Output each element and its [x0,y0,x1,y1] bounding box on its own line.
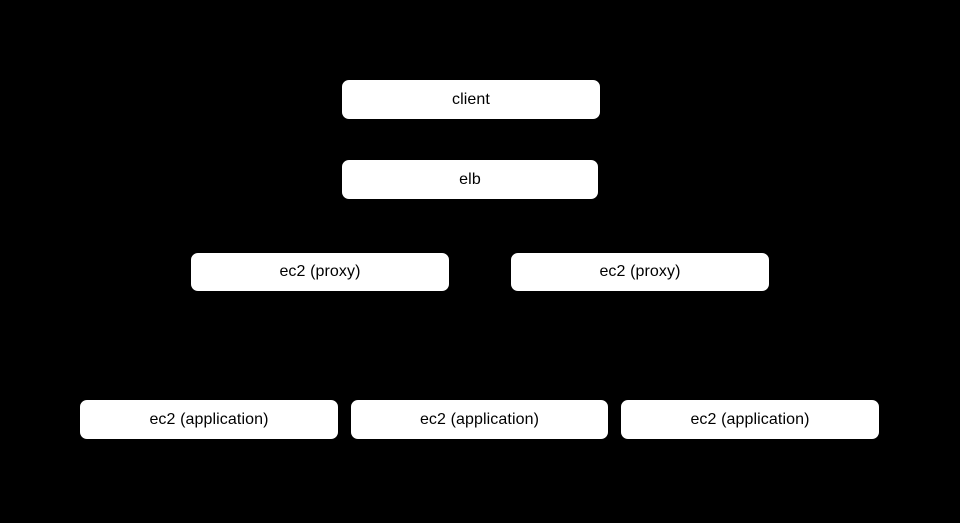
node-ec2-proxy-2-label: ec2 (proxy) [599,263,681,280]
node-ec2-application-1[interactable]: ec2 (application) [80,400,338,439]
node-client[interactable]: client [342,80,600,119]
node-ec2-proxy-2[interactable]: ec2 (proxy) [511,253,769,291]
node-ec2-proxy-1-label: ec2 (proxy) [279,263,361,280]
node-client-label: client [452,90,490,108]
node-ec2-application-3[interactable]: ec2 (application) [621,400,879,439]
node-ec2-application-2[interactable]: ec2 (application) [351,400,608,439]
node-elb[interactable]: elb [342,160,598,199]
node-ec2-application-3-label: ec2 (application) [690,410,810,428]
node-ec2-application-1-label: ec2 (application) [149,410,269,428]
node-ec2-proxy-1[interactable]: ec2 (proxy) [191,253,449,291]
node-ec2-application-2-label: ec2 (application) [419,410,540,428]
node-elb-label: elb [459,170,481,188]
